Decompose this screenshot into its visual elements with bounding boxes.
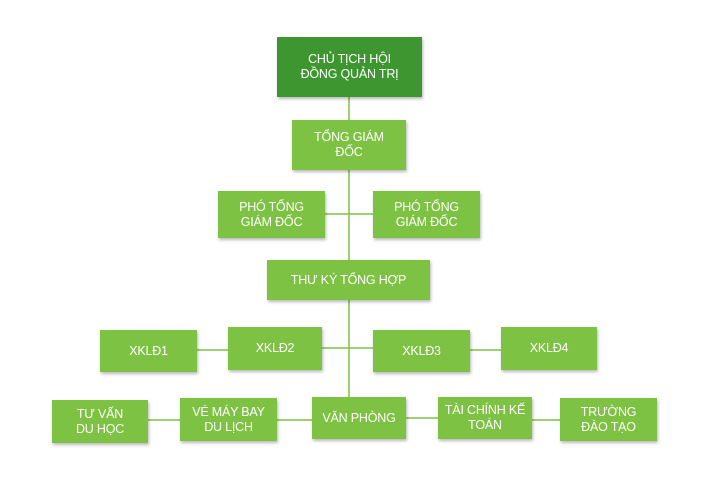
deputy-left-box: PHÓ TỔNG GIÁM ĐỐC bbox=[218, 191, 325, 238]
office-label: VĂN PHÒNG bbox=[322, 410, 396, 425]
finance-label: TÀI CHÍNH KẾ TOÁN bbox=[444, 403, 526, 432]
finance-box: TÀI CHÍNH KẾ TOÁN bbox=[438, 397, 532, 439]
office-box: VĂN PHÒNG bbox=[312, 397, 406, 439]
deputy-right-label: PHÓ TỔNG GIÁM ĐỐC bbox=[394, 199, 459, 229]
general-secretary-box: THƯ KÝ TỔNG HỢP bbox=[267, 260, 430, 300]
chairman-box: CHỦ TỊCH HỘI ĐỒNG QUẢN TRỊ bbox=[277, 37, 422, 97]
general-secretary-label: THƯ KÝ TỔNG HỢP bbox=[290, 272, 407, 287]
ceo-box: TỔNG GIÁM ĐỐC bbox=[292, 120, 406, 170]
xkld3-label: XKLĐ3 bbox=[402, 343, 441, 358]
xkld3-box: XKLĐ3 bbox=[373, 330, 470, 372]
study-abroad-box: TƯ VẤN DU HỌC bbox=[52, 400, 148, 443]
air-tickets-box: VÉ MÁY BAY DU LỊCH bbox=[180, 398, 277, 441]
chairman-label: CHỦ TỊCH HỘI ĐỒNG QUẢN TRỊ bbox=[300, 52, 399, 81]
deputy-right-box: PHÓ TỔNG GIÁM ĐỐC bbox=[373, 191, 480, 238]
deputy-left-label: PHÓ TỔNG GIÁM ĐỐC bbox=[239, 199, 304, 229]
study-abroad-label: TƯ VẤN DU HỌC bbox=[75, 406, 125, 436]
xkld2-label: XKLĐ2 bbox=[255, 341, 295, 355]
training-school-box: TRƯỜNG ĐÀO TẠO bbox=[560, 398, 657, 441]
ceo-label: TỔNG GIÁM ĐỐC bbox=[314, 130, 384, 159]
xkld4-label: XKLĐ4 bbox=[529, 341, 569, 355]
xkld4-box: XKLĐ4 bbox=[501, 327, 597, 370]
air-tickets-label: VÉ MÁY BAY DU LỊCH bbox=[192, 404, 265, 434]
training-school-label: TRƯỜNG ĐÀO TẠO bbox=[580, 404, 637, 434]
xkld2-box: XKLĐ2 bbox=[228, 327, 322, 370]
xkld1-label: XKLĐ1 bbox=[129, 343, 168, 358]
xkld1-box: XKLĐ1 bbox=[100, 330, 197, 372]
